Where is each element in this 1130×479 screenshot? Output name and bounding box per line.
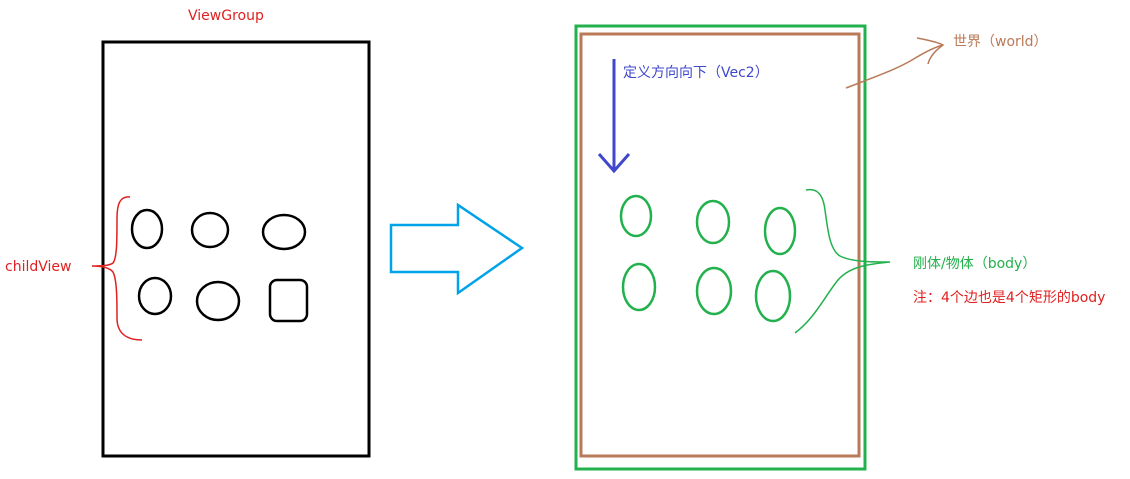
child-view-4 <box>137 276 173 316</box>
body-1 <box>619 194 653 238</box>
body-2 <box>695 199 731 245</box>
child-view-brace <box>91 196 143 341</box>
body-brace <box>794 188 891 334</box>
world-pointer-line <box>845 44 944 89</box>
body-3 <box>763 206 797 256</box>
world-pointer-head <box>916 37 945 65</box>
note-label: 注：4个边也是4个矩形的body <box>913 290 1106 306</box>
body-label: 刚体/物体（body） <box>913 256 1037 272</box>
body-6 <box>754 269 792 323</box>
child-view-6 <box>268 278 309 323</box>
child-view-label: childView <box>5 259 72 275</box>
child-view-3 <box>261 213 307 251</box>
child-view-2 <box>190 211 230 249</box>
body-5 <box>695 266 733 316</box>
viewgroup-title: ViewGroup <box>188 8 264 24</box>
world-label: 世界（world） <box>953 34 1048 50</box>
child-view-5 <box>195 280 241 322</box>
gravity-arrow-head <box>597 153 631 174</box>
transform-arrow <box>389 202 525 296</box>
viewgroup-box <box>101 40 371 458</box>
gravity-label: 定义方向向下（Vec2） <box>623 65 769 81</box>
body-edge-frame <box>574 24 867 471</box>
child-view-1 <box>130 208 164 250</box>
body-4 <box>621 262 657 312</box>
world-box <box>579 32 861 458</box>
